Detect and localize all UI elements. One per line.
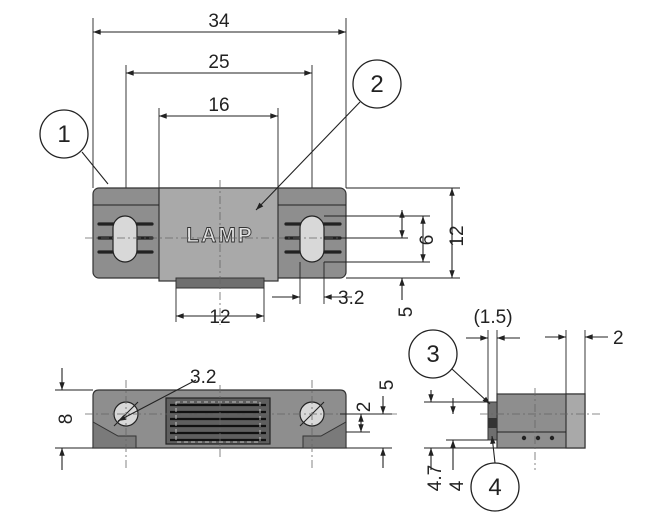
dim-6: 6 <box>417 235 438 246</box>
dim-1-5: (1.5) <box>473 307 512 328</box>
dim-5-bottom: 5 <box>377 380 398 391</box>
dim-4-7: 4.7 <box>425 465 446 491</box>
dim-2-bottom: 2 <box>354 402 375 413</box>
svg-text:1: 1 <box>57 121 70 148</box>
callout-3: 3 <box>408 329 491 405</box>
dim-3-2-bottom: 3.2 <box>190 367 216 388</box>
dim-5-top: 5 <box>396 307 417 318</box>
bottom-view: 3.2 8 5 2 <box>55 367 400 470</box>
top-view: LAMP 34 25 16 12 3.2 12 6 <box>85 11 468 328</box>
dim-12-bottom: 12 <box>209 307 230 328</box>
left-mounting-slot <box>112 215 138 263</box>
dim-25: 25 <box>208 52 229 73</box>
svg-text:2: 2 <box>370 71 383 98</box>
dim-16: 16 <box>208 95 229 116</box>
brand-logo: LAMP <box>186 224 254 247</box>
dim-8: 8 <box>56 414 77 425</box>
dim-3-2-top: 3.2 <box>338 288 364 309</box>
side-view: (1.5) 2 4.7 4 <box>424 307 624 491</box>
callout-4: 4 <box>470 435 520 512</box>
dim-34: 34 <box>208 11 230 32</box>
svg-text:3: 3 <box>426 341 439 368</box>
right-mounting-slot <box>299 215 325 263</box>
callout-1: 1 <box>39 109 109 185</box>
dim-12-right: 12 <box>447 225 468 246</box>
dim-2-side: 2 <box>613 328 624 349</box>
svg-text:4: 4 <box>488 474 501 501</box>
dim-4-side: 4 <box>447 480 468 491</box>
callout-2: 2 <box>255 59 402 211</box>
